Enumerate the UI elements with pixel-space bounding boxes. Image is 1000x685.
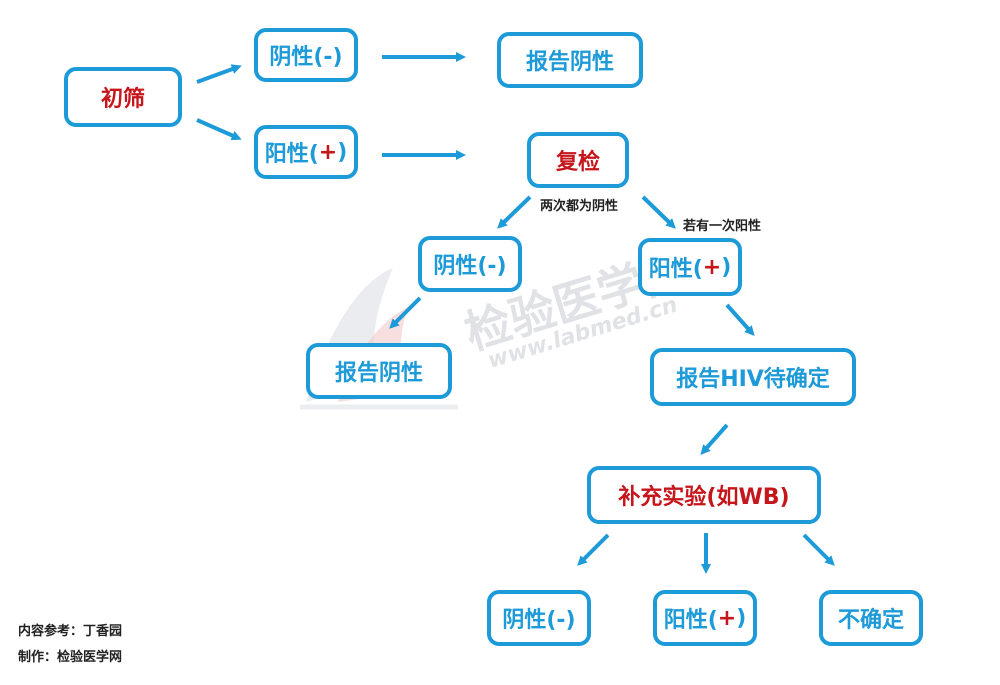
- node-positive-2-close: ): [721, 254, 732, 280]
- node-negative-1: 阴性(-): [254, 28, 358, 82]
- node-positive-1-text: 阳性(: [264, 142, 319, 167]
- footer-producer: 制作：检验医学网: [18, 650, 123, 665]
- edge-label-both-negative: 两次都为阴性: [540, 199, 619, 214]
- arrow-supplement-to-neg3: [577, 533, 610, 566]
- node-recheck-label: 复检: [555, 150, 600, 175]
- node-initial-label: 初筛: [100, 87, 145, 112]
- node-negative-1-label: 阴性(-): [269, 45, 343, 70]
- plus-sign: +: [702, 254, 722, 280]
- arrow-initial-to-pos1: [196, 118, 242, 141]
- arrow-neg2-to-report: [389, 296, 422, 329]
- arrow-pending-to-supplement: [700, 423, 729, 455]
- node-report-hiv-pending: 报告HIV待确定: [650, 348, 856, 406]
- arrow-recheck-to-neg2: [497, 195, 532, 229]
- node-report-hiv-pending-label: 报告HIV待确定: [676, 367, 830, 392]
- node-positive-2: 阳性(+): [638, 238, 742, 296]
- node-negative-2-label: 阴性(-): [433, 254, 507, 279]
- node-positive-1-close: ): [337, 139, 348, 165]
- arrow-recheck-to-pos2: [641, 195, 676, 229]
- node-report-negative-2-label: 报告阴性: [334, 361, 423, 386]
- node-negative-2: 阴性(-): [418, 236, 522, 292]
- arrow-pos2-to-pending: [725, 303, 755, 336]
- node-positive-2-text: 阳性(: [648, 257, 703, 282]
- node-supplementary-test-label: 补充实验(如WB): [618, 485, 790, 510]
- node-positive-3: 阳性(+): [653, 590, 757, 646]
- node-recheck: 复检: [527, 132, 629, 188]
- arrow-initial-to-neg1: [196, 64, 242, 84]
- node-report-negative-2: 报告阴性: [306, 343, 452, 399]
- node-negative-3-label: 阴性(-): [502, 608, 576, 633]
- plus-sign: +: [717, 605, 737, 631]
- node-report-negative-1-label: 报告阴性: [525, 50, 614, 75]
- plus-sign: +: [318, 139, 338, 165]
- node-positive-1: 阳性(+): [254, 125, 358, 179]
- footer-reference: 内容参考：丁香园: [18, 624, 123, 639]
- arrow-supplement-to-uncertain: [802, 533, 835, 566]
- node-positive-3-text: 阳性(: [663, 608, 718, 633]
- node-positive-3-close: ): [736, 605, 747, 631]
- node-initial-screening: 初筛: [64, 67, 182, 127]
- node-report-negative-1: 报告阴性: [497, 32, 643, 88]
- node-negative-3: 阴性(-): [487, 590, 591, 646]
- node-supplementary-test: 补充实验(如WB): [587, 466, 821, 524]
- edge-label-one-positive: 若有一次阳性: [683, 219, 762, 234]
- node-uncertain-label: 不确定: [837, 608, 904, 633]
- node-uncertain: 不确定: [819, 590, 923, 646]
